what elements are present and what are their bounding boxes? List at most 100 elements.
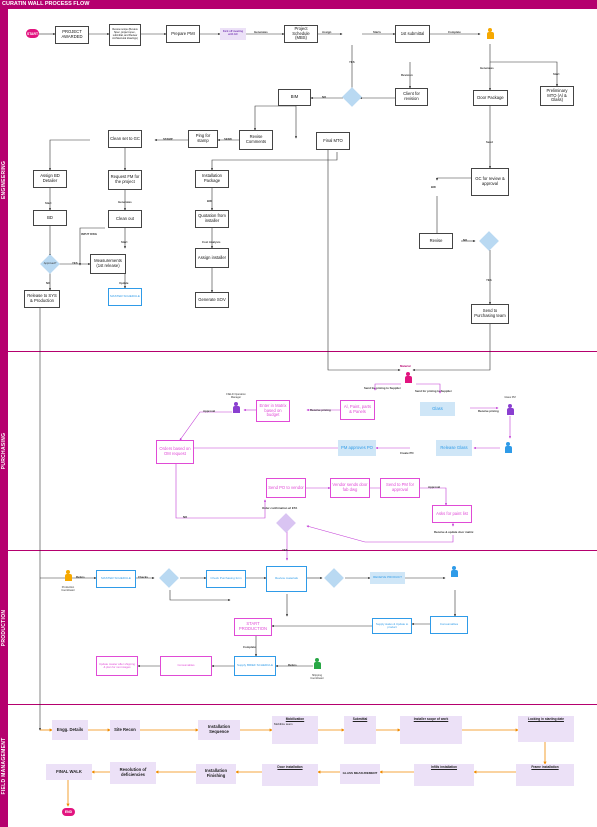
installation-package-box: Installation Package <box>195 170 229 188</box>
arrow-label: Refers <box>76 575 85 579</box>
locking-box: Locking in starting date <box>518 716 574 742</box>
arrow-label: Approval <box>203 409 216 413</box>
pm-approves-box: PM approves PO <box>338 440 376 456</box>
arrow-label: Assign <box>322 30 332 34</box>
send-purchasing-box: Send to Purchasing team <box>471 304 509 324</box>
install-finishing-box: Installation Finishing <box>196 764 236 784</box>
final-walk-box: FINAL WALK <box>46 764 92 780</box>
ask-paint-box: Asks for paint list <box>432 505 472 523</box>
shipping-person-icon <box>313 658 321 670</box>
arrow-label: Checks <box>138 575 148 579</box>
arrow-label: YES <box>486 278 492 282</box>
al-parts-box: Al, Paint, parts & Panels <box>340 400 375 420</box>
assign-bd-box: Assign BD Detailer <box>33 170 67 188</box>
page-title: CURATIN WALL PROCESS FLOW <box>2 1 90 7</box>
arrow-label: SEND <box>224 137 232 141</box>
arrow-label: Send for pricing to Supplier <box>364 386 401 390</box>
engg-details-box: Engg. Details <box>52 720 88 740</box>
arrow-label: Approval <box>428 485 441 489</box>
send-pm-box: Send to PM for approval <box>380 478 420 498</box>
arrow-label: Generates <box>254 30 268 34</box>
prepare-pmi-box: Prepare PMI <box>166 25 200 43</box>
review-materials-box: Review materials <box>266 566 307 592</box>
material-person-icon <box>404 372 412 384</box>
arrow-label: Start <box>553 72 560 76</box>
schedule-box: Project Schedule (MBS) <box>284 25 318 43</box>
locking-title: Locking in starting date <box>528 717 564 721</box>
arrow-label: Generates <box>118 200 132 204</box>
consumables-order-box: Consumables <box>160 656 212 676</box>
arrow-label: Update <box>119 281 129 285</box>
orders-based-box: Orders based on OM request <box>156 440 194 464</box>
arrow-label: STAMP <box>163 137 173 141</box>
frame-install-title: Frame installation <box>531 765 559 769</box>
resolution-box: Resolution of deficiencies <box>110 762 156 784</box>
generate-sov-box: Generate SOV <box>195 292 229 308</box>
final-mto-box: Final MTO <box>316 132 350 150</box>
bd-box: BD <box>33 210 67 226</box>
arrow-label: Starts <box>373 30 381 34</box>
lane-production: PRODUCTION <box>0 550 597 704</box>
update-master-box: Update master after shipping & plan for … <box>96 656 138 676</box>
revise-box: Revise <box>419 233 453 249</box>
bim-box: BIM <box>278 89 311 106</box>
arrow-label: NO <box>463 238 468 242</box>
frame-install-box: Frame installation <box>516 764 574 786</box>
consumables-box: Consumables <box>430 616 468 634</box>
project-awarded-box: PROJECT AWARDED <box>55 26 89 44</box>
measurements-box: Measurements (1st release) <box>90 254 126 274</box>
arrow-label: Cost Analysis <box>202 240 221 244</box>
prelim-mto-box: Preliminary MTO (Al & Glass) <box>540 86 574 106</box>
client-revision-box: Client for revision <box>395 88 428 106</box>
quotation-box: Quotation from installer <box>195 210 229 228</box>
arrow-label: Complete <box>448 30 461 34</box>
material-label: Material <box>400 364 411 368</box>
kickoff-box: Kick off meeting with GC <box>220 28 246 40</box>
lane-field-management: FIELD MANAGEMENT <box>0 704 597 827</box>
review-comments-box: Revise Comments <box>239 130 273 150</box>
arrow-label: YES <box>282 548 288 552</box>
arrow-label: Receive & update door matrix <box>434 530 474 534</box>
decision-label: Approved? <box>43 262 57 265</box>
glass-pm-person-icon <box>506 404 514 416</box>
clean-set-box: Clean set to GC <box>108 130 142 148</box>
glass-pm-label: Glass PM <box>504 396 516 399</box>
arrow-label: Complete <box>243 645 256 649</box>
door-install-title: Door installation <box>277 765 303 769</box>
arrow-label: INPUT DWG <box>81 232 98 236</box>
supply-info-box: Supply status & Update to product <box>372 618 412 634</box>
field-ops-label: FIELD Operation Manager <box>226 393 246 399</box>
approver-person-icon <box>504 442 512 454</box>
infills-install-title: Infills installation <box>430 765 458 769</box>
shipping-coord-label: Shipping Coordinator <box>310 674 324 680</box>
end-terminal: END <box>62 808 75 816</box>
arrow-label: Send for pricing to Supplier <box>415 389 452 393</box>
pro-master-schedule-box: MASTER SCHEDULE <box>96 570 136 588</box>
field-ops-person-icon <box>232 402 240 414</box>
start-terminal: START <box>26 29 39 38</box>
release-box: Release to SYS & Production <box>24 290 60 308</box>
review-scope-box: Review scope (Review Spec, project spec.… <box>109 24 141 46</box>
arrow-label: Receive pricing <box>478 409 499 413</box>
arrow-label: BID <box>207 199 212 203</box>
gc-review-box: GC for review & approval <box>471 168 509 196</box>
door-package-box: Door Package <box>473 90 508 106</box>
arrow-label: NO <box>322 95 327 99</box>
vendor-sends-box: Vendor sends door fab dwg <box>330 478 370 498</box>
door-install-box: Door installation <box>262 764 318 786</box>
glass-measure-box: GLASS MEASUREMENT <box>340 764 380 784</box>
lane-purchasing: PURCHASING <box>0 351 597 550</box>
release-glass-box: Release Glass <box>436 440 472 456</box>
arrow-label: BID <box>431 185 436 189</box>
arrow-label: NO <box>46 281 51 285</box>
production-coord-person-icon <box>64 570 72 582</box>
arrow-label: Receive pricing <box>310 408 331 412</box>
assign-installer-box: Assign installer <box>195 248 229 268</box>
lane-engineering: ENGINEERING <box>0 8 597 351</box>
arrow-label: Refers <box>288 663 297 667</box>
clean-out-box: Clean out <box>108 210 142 228</box>
eng-master-schedule-box: MASTER SCHEDULE <box>108 288 142 306</box>
submittal-box: Submittal <box>344 716 376 744</box>
engineer-person-icon <box>486 28 494 40</box>
